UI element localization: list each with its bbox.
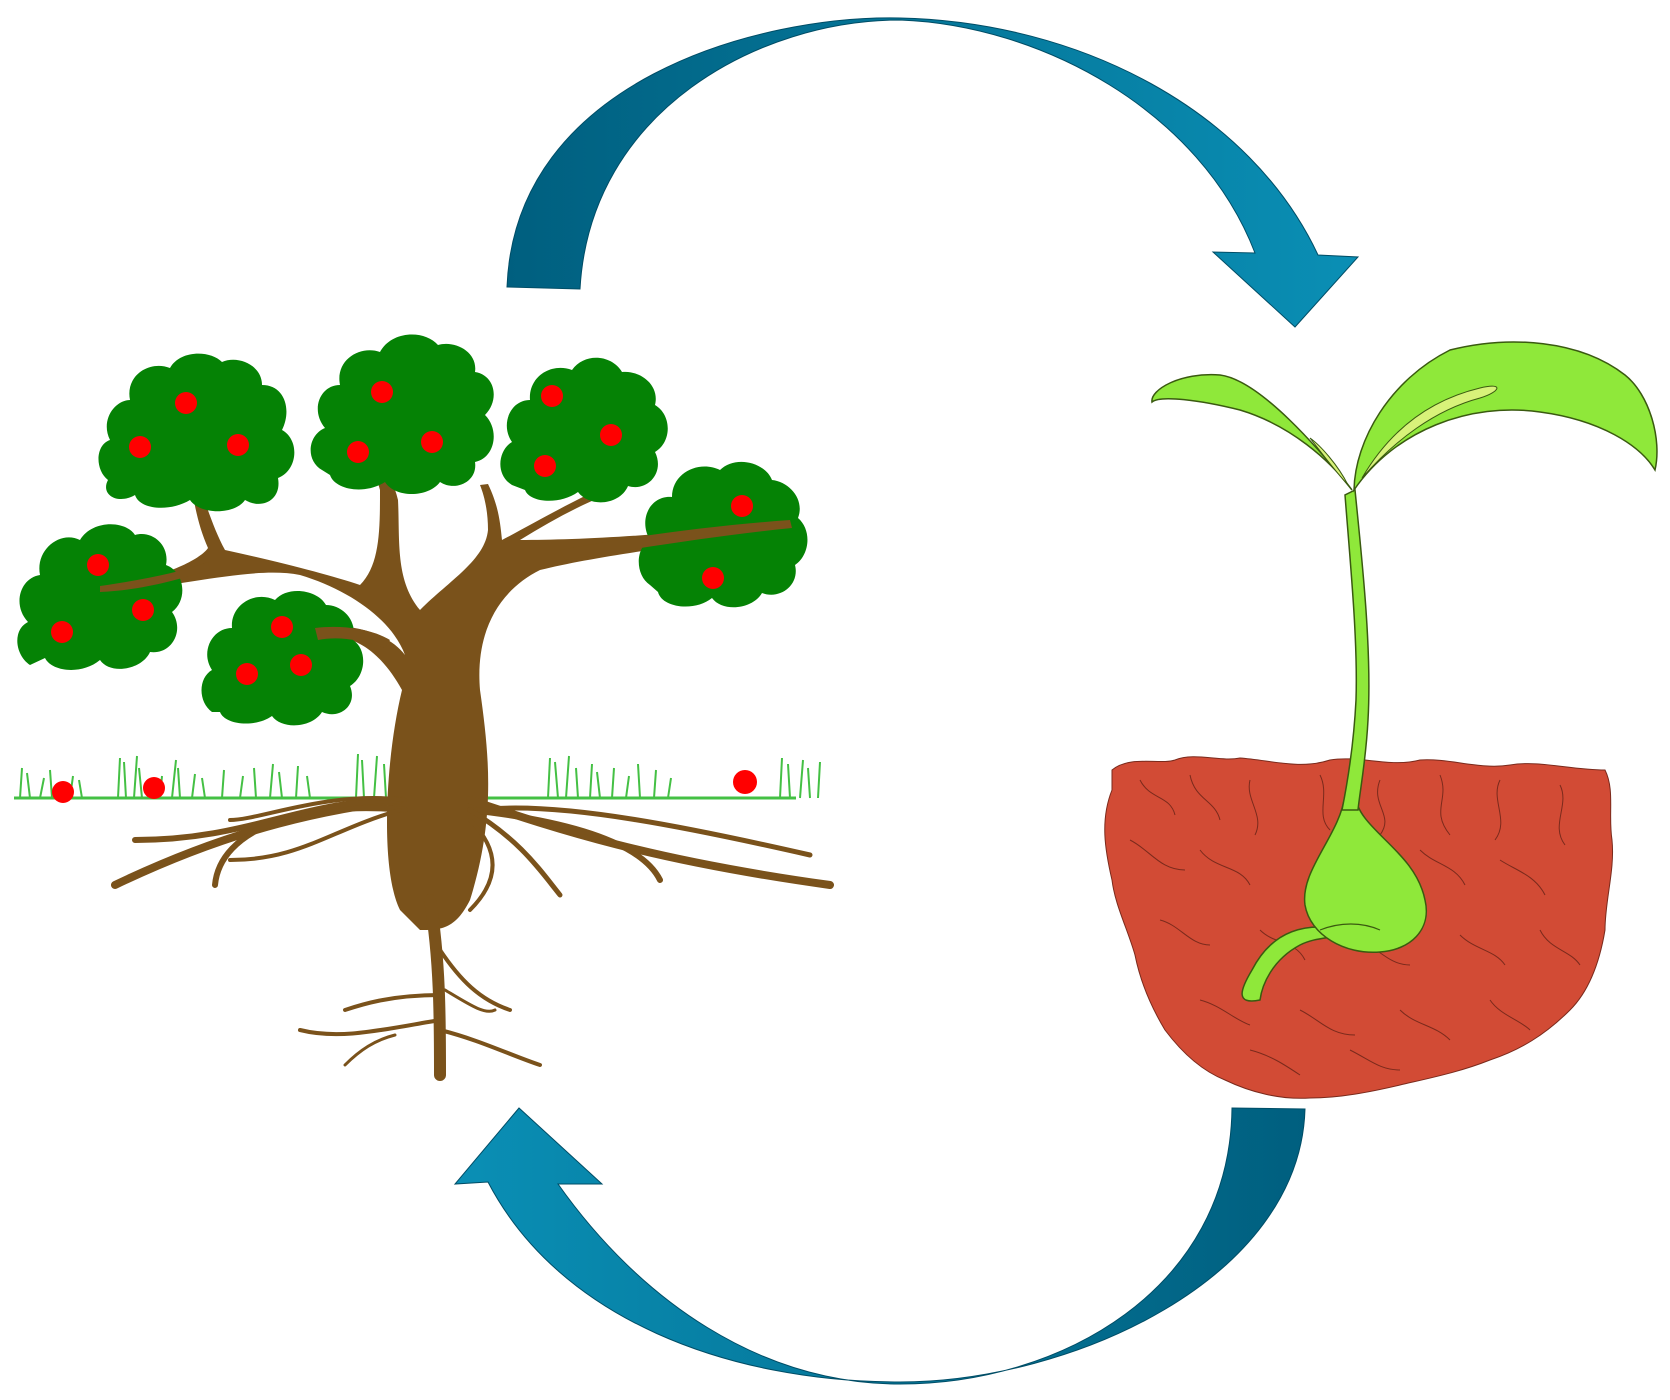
foliage-cluster-1 — [98, 354, 294, 512]
foliage-cluster-5 — [17, 524, 182, 670]
foliage-cluster-3 — [500, 358, 667, 503]
seedling-left-leaf-vein — [1310, 438, 1348, 485]
bottom-arrow-shape — [455, 1108, 1305, 1384]
fruit-tree-icon — [14, 335, 830, 1075]
top-arrow — [507, 18, 1358, 327]
seedling-icon — [1105, 342, 1657, 1098]
foliage-cluster-6 — [202, 591, 364, 725]
bottom-arrow — [455, 1108, 1305, 1384]
top-arrow-shape — [507, 18, 1358, 327]
seedling-right-leaf — [1354, 342, 1657, 490]
foliage-cluster-2 — [311, 335, 494, 494]
seedling-left-leaf — [1152, 375, 1352, 490]
